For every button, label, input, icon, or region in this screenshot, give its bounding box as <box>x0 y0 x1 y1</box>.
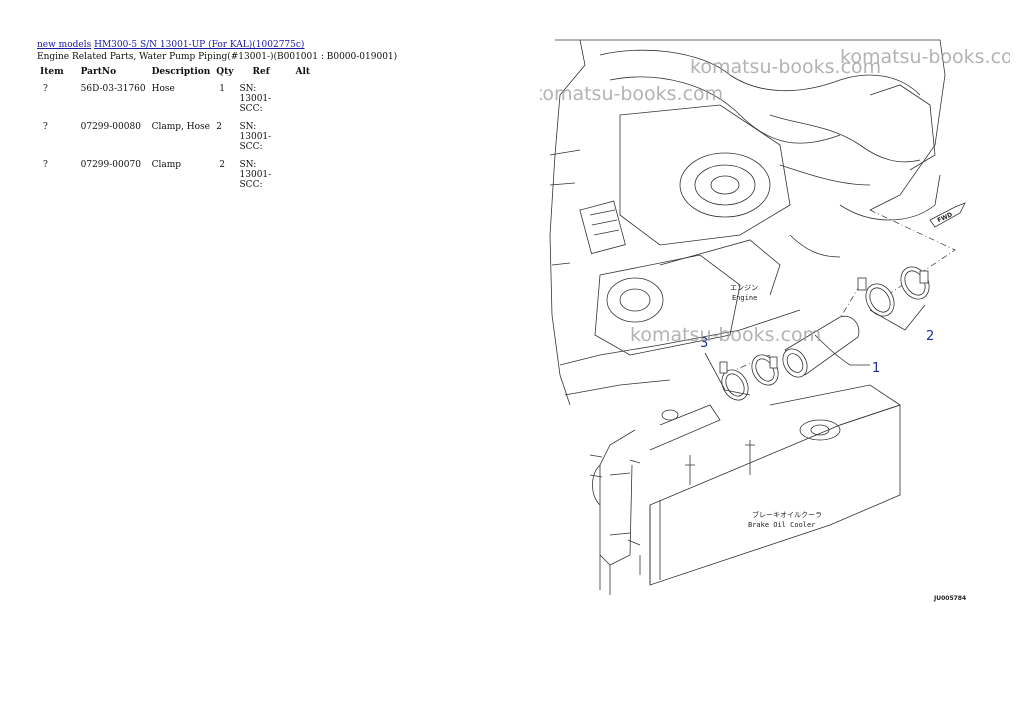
cell-qty: 2 <box>216 122 223 132</box>
parts-diagram: 1 2 3 エンジン Engine ブレーキオイルクーラ Brake Oil C… <box>540 39 1010 602</box>
engine-label-en: Engine <box>732 294 757 302</box>
cell-ref: SN: 13001-SCC: <box>239 160 272 190</box>
cell-ref: SN: 13001-SCC: <box>239 122 272 152</box>
cell-partno: 07299-00070 <box>80 160 141 170</box>
col-item: Item <box>40 67 64 77</box>
cell-qty: 2 <box>219 160 226 170</box>
brake-oil-cooler-illustration <box>589 384 901 595</box>
table-header-row: Item PartNo Description Qty Ref Alt <box>37 65 313 80</box>
col-qty: Qty <box>216 67 234 77</box>
clamp-pair-lower <box>704 352 779 401</box>
table-row: ? 07299-00080 Clamp, Hose 2 SN: 13001-SC… <box>37 118 313 156</box>
hose-part <box>782 315 870 378</box>
cell-description: Clamp, Hose <box>151 122 210 132</box>
col-description: Description <box>151 67 211 77</box>
cell-alt <box>293 80 314 118</box>
cell-partno: 07299-00080 <box>80 122 141 132</box>
fwd-arrow-icon: FWD <box>929 202 966 228</box>
breadcrumb-new-models-link[interactable]: new models <box>37 40 92 50</box>
callout-1: 1 <box>872 361 880 376</box>
table-row: ? 07299-00070 Clamp 2 SN: 13001-SCC: <box>37 156 313 194</box>
cell-description: Hose <box>151 84 175 94</box>
table-row: ? 56D-03-31760 Hose 1 SN: 13001-SCC: <box>37 80 313 118</box>
watermark: komatsu-books.com <box>690 56 881 78</box>
cell-alt <box>293 118 314 156</box>
col-ref: Ref <box>252 67 270 77</box>
cell-item: ? <box>43 84 48 94</box>
cell-item: ? <box>43 122 48 132</box>
engine-label-jp: エンジン <box>730 284 758 292</box>
breadcrumb-model-link[interactable]: HM300-5 S/N 13001-UP (For KAL)(1002775c) <box>94 40 305 50</box>
callout-3: 3 <box>700 336 708 351</box>
cooler-label-jp: ブレーキオイルクーラ <box>752 510 822 519</box>
parts-table: Item PartNo Description Qty Ref Alt ? 56… <box>37 65 313 194</box>
fwd-label: FWD <box>936 211 953 224</box>
cell-item: ? <box>43 160 48 170</box>
col-alt: Alt <box>295 67 311 77</box>
cooler-label-en: Brake Oil Cooler <box>748 521 815 529</box>
breadcrumb: new models HM300-5 S/N 13001-UP (For KAL… <box>37 40 304 51</box>
cell-description: Clamp <box>151 160 182 170</box>
page-title: Engine Related Parts, Water Pump Piping(… <box>37 52 398 62</box>
cell-ref: SN: 13001-SCC: <box>239 84 272 114</box>
cell-partno: 56D-03-31760 <box>80 84 146 94</box>
cell-qty: 1 <box>219 84 226 94</box>
watermark: komatsu-books.com <box>840 46 1010 68</box>
watermark: komatsu-books.com <box>630 324 821 346</box>
watermark: komatsu-books.com <box>540 83 723 105</box>
cell-alt <box>293 156 314 194</box>
col-partno: PartNo <box>80 67 117 77</box>
callout-2: 2 <box>926 329 934 344</box>
drawing-code: JU005784 <box>933 595 966 602</box>
engine-illustration <box>549 39 946 406</box>
clamp-pair-upper <box>857 266 930 331</box>
